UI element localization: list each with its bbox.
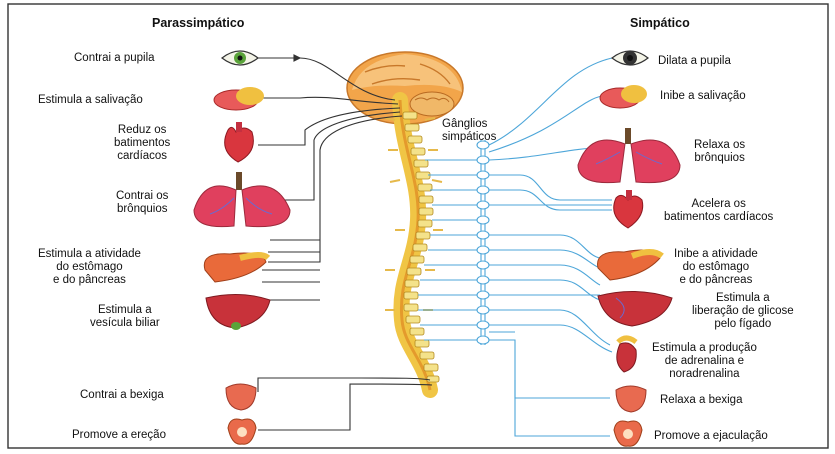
- right-label-bronchi: Relaxa os brônquios: [694, 139, 745, 165]
- label-line: Estimula a: [90, 304, 160, 317]
- label-line: e do pâncreas: [674, 274, 758, 287]
- label-line: do estômago: [38, 261, 141, 274]
- left-label-bladder: Contrai a bexiga: [80, 389, 164, 402]
- label-line: Acelera os: [664, 198, 773, 211]
- salivary-gland-icon: [214, 87, 264, 110]
- label-line: Contrai a bexiga: [80, 389, 164, 402]
- label-line: Inibe a atividade: [674, 248, 758, 261]
- label-line: Relaxa a bexiga: [660, 394, 742, 407]
- salivary-gland-icon-right: [600, 85, 647, 108]
- bladder-icon: [226, 384, 256, 410]
- label-line: pelo fígado: [692, 318, 794, 331]
- label-line: Contrai a pupila: [74, 52, 155, 65]
- eye-icon-right: [612, 51, 648, 65]
- lungs-icon: [194, 172, 290, 227]
- label-line: cardíacos: [114, 150, 170, 163]
- label-line: Estimula a salivação: [38, 94, 143, 107]
- liver-icon: [206, 294, 270, 330]
- reproductive-organ-icon-right: [614, 421, 642, 446]
- label-line: batimentos: [114, 137, 170, 150]
- label-line: de adrenalina e: [652, 355, 757, 368]
- right-label-heart: Acelera os batimentos cardíacos: [664, 198, 773, 224]
- left-label-erection: Promove a ereção: [72, 429, 166, 442]
- label-line: Reduz os: [114, 124, 170, 137]
- label-line: Dilata a pupila: [658, 55, 731, 68]
- label-line: Relaxa os: [694, 139, 745, 152]
- liver-icon-right: [598, 291, 672, 326]
- stomach-icon-right: [598, 250, 662, 280]
- left-label-bronchi: Contrai os brônquios: [116, 190, 168, 216]
- heart-icon-right: [614, 190, 643, 228]
- header-sympathetic: Simpático: [630, 16, 690, 30]
- right-label-bladder: Relaxa a bexiga: [660, 394, 742, 407]
- stomach-icon: [204, 253, 268, 282]
- ganglia-label-line: simpáticos: [442, 131, 496, 144]
- label-line: Estimula a produção: [652, 342, 757, 355]
- label-line: brônquios: [116, 203, 168, 216]
- label-line: liberação de glicose: [692, 305, 794, 318]
- reproductive-organ-icon: [228, 419, 256, 444]
- ganglia-label-line: Gânglios: [442, 118, 496, 131]
- ganglia-label: Gânglios simpáticos: [442, 118, 496, 144]
- heart-icon: [225, 122, 254, 162]
- lungs-icon-right: [578, 128, 680, 183]
- label-line: Promove a ereção: [72, 429, 166, 442]
- label-line: Contrai os: [116, 190, 168, 203]
- right-label-liver: Estimula a liberação de glicose pelo fíg…: [692, 292, 794, 331]
- eye-icon: [222, 51, 258, 65]
- bladder-icon-right: [616, 386, 646, 412]
- spinal-cord: [385, 100, 443, 390]
- label-line: e do pâncreas: [38, 274, 141, 287]
- left-label-salivation: Estimula a salivação: [38, 94, 143, 107]
- header-parasympathetic: Parassimpático: [152, 16, 244, 30]
- right-label-salivation: Inibe a salivação: [660, 90, 746, 103]
- label-line: noradrenalina: [652, 368, 757, 381]
- right-label-stomach: Inibe a atividade do estômago e do pâncr…: [674, 248, 758, 287]
- label-line: Estimula a: [692, 292, 794, 305]
- sympathetic-nerves: [489, 58, 612, 436]
- left-label-pupil: Contrai a pupila: [74, 52, 155, 65]
- label-line: brônquios: [694, 152, 745, 165]
- label-line: Promove a ejaculação: [654, 430, 768, 443]
- label-line: do estômago: [674, 261, 758, 274]
- label-line: vesícula biliar: [90, 317, 160, 330]
- right-label-pupil: Dilata a pupila: [658, 55, 731, 68]
- left-label-heart: Reduz os batimentos cardíacos: [114, 124, 170, 163]
- adrenal-kidney-icon: [617, 338, 636, 372]
- label-line: Estimula a atividade: [38, 248, 141, 261]
- sympathetic-ganglia-chain: [418, 140, 489, 345]
- left-label-gallbladder: Estimula a vesícula biliar: [90, 304, 160, 330]
- label-line: batimentos cardíacos: [664, 211, 773, 224]
- left-label-stomach: Estimula a atividade do estômago e do pâ…: [38, 248, 141, 287]
- right-label-ejaculation: Promove a ejaculação: [654, 430, 768, 443]
- right-label-adrenaline: Estimula a produção de adrenalina e nora…: [652, 342, 757, 381]
- label-line: Inibe a salivação: [660, 90, 746, 103]
